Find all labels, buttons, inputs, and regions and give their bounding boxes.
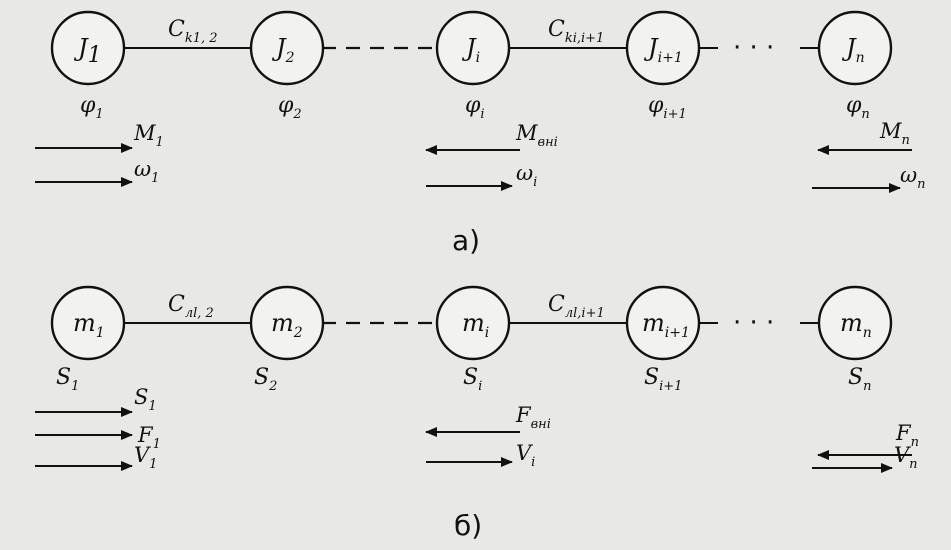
angle-label-i: φi xyxy=(465,93,485,122)
angle-label-2: φ2 xyxy=(278,93,302,122)
node-mi xyxy=(435,285,511,361)
node-Ji1 xyxy=(625,10,701,86)
arrow-label-Fn: Fn xyxy=(895,421,919,450)
arrow-label-F1: F1 xyxy=(137,423,161,452)
position-label-2: S2 xyxy=(254,365,277,394)
link-label-b-2: Cлl,i+1 xyxy=(548,292,605,321)
ellipsis-b: · · · xyxy=(733,308,774,338)
arrow-label-Mext: Mвні xyxy=(515,121,558,150)
node-Ji xyxy=(435,10,511,86)
diagram-b: · · · m1 m2 mi mi+1 mn Cлl, 2 Cлl,i+1 S1… xyxy=(35,285,919,542)
arrow-label-omegan: ωn xyxy=(900,163,926,192)
arrow-label-M1: M1 xyxy=(133,121,164,150)
angle-label-n: φn xyxy=(846,93,870,122)
arrow-label-Mn: Mn xyxy=(879,119,910,148)
caption-a: а) xyxy=(452,224,480,257)
node-mi1 xyxy=(625,285,701,361)
node-m2 xyxy=(249,285,325,361)
node-Jn xyxy=(817,10,893,86)
ellipsis-a: · · · xyxy=(733,33,774,63)
caption-b: б) xyxy=(454,509,482,542)
angle-label-1: φ1 xyxy=(80,93,104,122)
position-label-i: Si xyxy=(463,365,482,394)
arrow-label-V1: V1 xyxy=(134,443,157,472)
node-J1 xyxy=(50,10,126,86)
arrow-label-S1: S1 xyxy=(134,385,157,414)
node-label-mi: mi xyxy=(462,309,489,341)
diagram-a: · · · J1 J2 Ji Ji+1 Jn Ck1, 2 Cki,i+1 φ1… xyxy=(35,10,926,257)
node-label-m1: m1 xyxy=(73,309,105,341)
position-label-n: Sn xyxy=(848,365,871,394)
node-label-mn: mn xyxy=(840,309,872,341)
node-J2 xyxy=(249,10,325,86)
arrow-label-omegai: ωi xyxy=(516,161,537,190)
link-label-a-2: Cki,i+1 xyxy=(548,17,604,46)
arrow-label-omega1: ω1 xyxy=(134,157,159,186)
position-label-i1: Si+1 xyxy=(644,365,682,394)
node-label-mi1: mi+1 xyxy=(642,309,690,341)
link-label-a-1: Ck1, 2 xyxy=(168,17,218,46)
arrow-label-Vi: Vi xyxy=(516,441,535,470)
link-label-b-1: Cлl, 2 xyxy=(168,292,214,321)
node-m1 xyxy=(50,285,126,361)
node-label-m2: m2 xyxy=(271,309,303,341)
position-label-1: S1 xyxy=(56,365,79,394)
arrow-label-Fext: Fвні xyxy=(515,403,551,432)
angle-label-i1: φi+1 xyxy=(648,93,687,122)
node-mn xyxy=(817,285,893,361)
arrow-label-Vn: Vn xyxy=(894,443,918,472)
